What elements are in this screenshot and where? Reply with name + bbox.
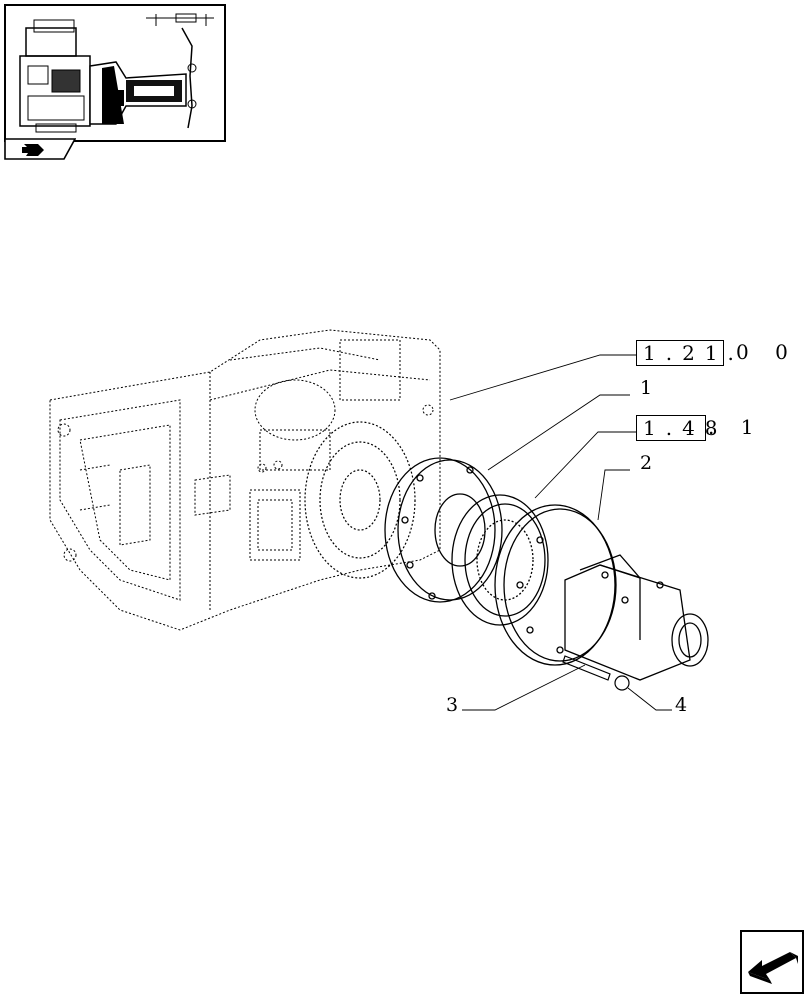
section-tab-icon[interactable] — [4, 138, 76, 160]
part-1-disc — [384, 457, 503, 603]
part-4-plug — [614, 675, 630, 691]
callout-3: 3 — [446, 694, 459, 716]
transmission-housing — [49, 329, 441, 631]
reference-tail-2: . 1 — [708, 415, 764, 439]
reference-box-2[interactable]: 1.48 — [636, 415, 718, 441]
housing-flange — [304, 421, 416, 579]
reference-box-1[interactable]: 1.21. — [636, 340, 734, 366]
reference-tail-1: 0 0 — [736, 340, 798, 364]
part-3-pin — [562, 655, 611, 681]
ring-gear — [451, 494, 549, 626]
callout-2: 2 — [640, 452, 653, 474]
part-2-hub-housing — [494, 504, 709, 681]
callout-1: 1 — [640, 377, 653, 399]
assembly-thumbnail-icon[interactable] — [4, 4, 226, 142]
next-page-arrow-icon[interactable] — [740, 930, 804, 994]
leader-lines — [449, 354, 672, 711]
thumbnail-drawing — [19, 13, 214, 133]
nav-arrow-shape — [748, 952, 798, 984]
tab-shape — [4, 138, 76, 160]
callout-4: 4 — [675, 694, 688, 716]
